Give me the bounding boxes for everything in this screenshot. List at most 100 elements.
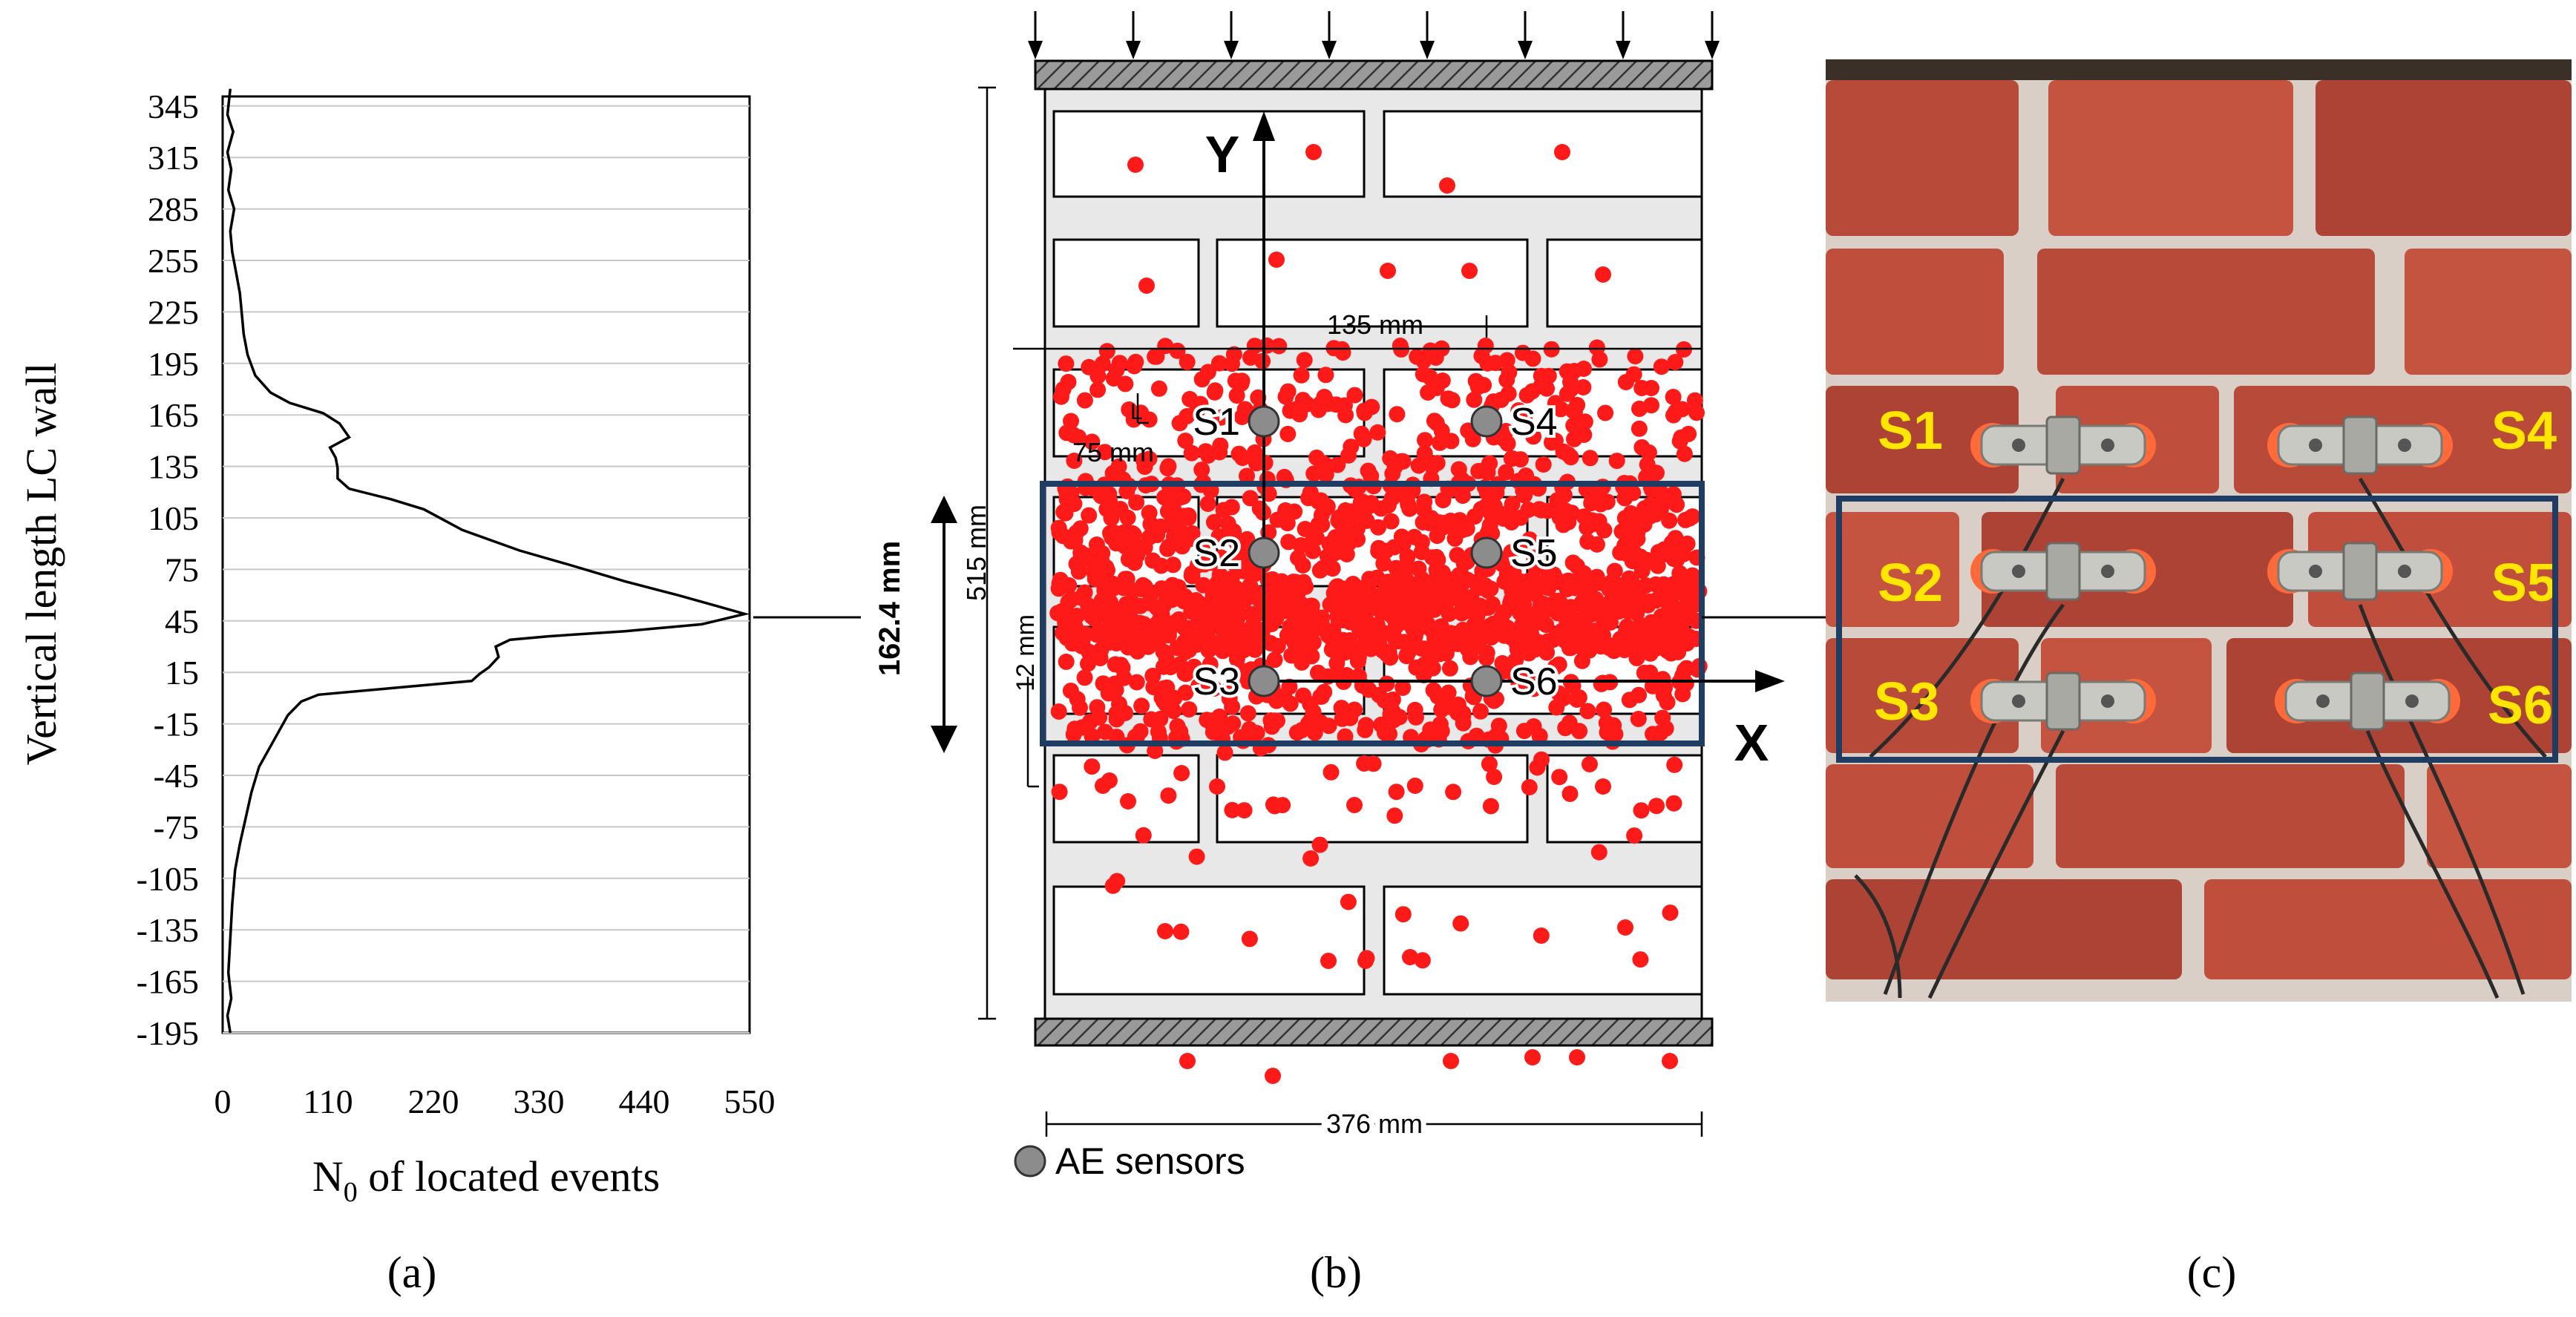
ae-event (1212, 409, 1229, 426)
ae-event (1305, 144, 1322, 160)
ae-event (1063, 533, 1080, 550)
ae-event (1307, 614, 1324, 631)
ae-event (1353, 623, 1370, 640)
ae-event (1369, 424, 1386, 441)
ae-event-points (1049, 144, 1708, 1084)
ae-event (1280, 603, 1297, 620)
ae-event (1081, 507, 1098, 524)
ae-event (1443, 1053, 1459, 1069)
ae-event (1467, 372, 1484, 390)
ae-event (1181, 701, 1198, 718)
ae-event (1643, 498, 1660, 515)
ae-event (1346, 701, 1363, 718)
ae-event (1529, 759, 1546, 776)
ae-event (1575, 379, 1592, 395)
ae-event (1089, 381, 1107, 398)
ae-sensor-marker (1470, 405, 1503, 438)
ae-event (1334, 710, 1351, 727)
ae-event (1066, 453, 1083, 469)
ae-event (1320, 953, 1337, 969)
ae-event (1235, 591, 1252, 608)
ae-event (1051, 524, 1068, 541)
ae-event (1582, 450, 1599, 467)
ae-event (1335, 582, 1351, 600)
ae-event (1242, 490, 1259, 507)
ae-sensor-marker (1248, 405, 1280, 438)
ae-event (1373, 716, 1390, 733)
sensor-mount (2267, 416, 2453, 475)
ae-event (1525, 428, 1542, 445)
ae-event (1127, 157, 1144, 173)
ae-event (1665, 407, 1682, 424)
photo-brick (1826, 80, 2019, 236)
ae-event (1314, 559, 1331, 577)
chart-gridlines (223, 105, 750, 1034)
ae-event (1051, 784, 1068, 801)
ae-event (1495, 510, 1512, 527)
ae-event (1429, 514, 1446, 531)
chart-y-tick: 135 (148, 448, 199, 486)
ae-event (1227, 372, 1244, 390)
chart-y-tick: 105 (148, 499, 199, 537)
ae-event (1266, 798, 1283, 815)
ae-event (1126, 554, 1143, 571)
ae-event (1662, 1053, 1678, 1069)
ae-event (1499, 435, 1516, 452)
load-arrowhead (1705, 41, 1720, 59)
ae-event (1547, 395, 1564, 412)
photo-sensor-label: S5 (2491, 554, 2557, 613)
ae-event (1684, 508, 1701, 525)
ae-event (1579, 703, 1596, 720)
ae-event (1478, 485, 1495, 502)
ae-event (1246, 445, 1263, 462)
ae-event (1596, 701, 1613, 718)
ae-event (1351, 579, 1368, 597)
ae-event (1466, 617, 1483, 634)
chart-y-tick-labels: 345315285255225195165135105754515-15-45-… (137, 88, 199, 1052)
ae-event (1551, 769, 1568, 786)
ae-event (1214, 643, 1231, 660)
ae-event (1245, 617, 1262, 633)
ae-event (1156, 680, 1173, 697)
ae-event (1097, 723, 1114, 740)
ae-sensor-label: S6 (1510, 660, 1558, 703)
ae-event (1250, 389, 1267, 406)
ae-event (1656, 491, 1673, 508)
dim-12-label: 12 mm (1012, 614, 1040, 692)
photo-brick (2316, 80, 2572, 236)
ae-event (1287, 401, 1304, 418)
sensor-mount (1970, 416, 2156, 475)
ae-event (1587, 591, 1605, 608)
ae-event (1159, 460, 1176, 477)
bolt (2012, 565, 2025, 578)
ae-event (1211, 444, 1228, 461)
ae-event (1571, 723, 1588, 740)
ae-event (1164, 556, 1182, 574)
ae-event (1084, 758, 1101, 775)
ae-event (1320, 717, 1337, 735)
ae-event (1418, 584, 1435, 601)
ae-event (1302, 484, 1319, 501)
ae-event (1688, 404, 1705, 421)
ae-event (1173, 765, 1190, 781)
ae-event (1394, 906, 1412, 923)
bolt (2316, 694, 2330, 708)
dim-162-arrow (931, 496, 957, 753)
load-arrows (1028, 11, 1720, 59)
ae-sensor-marker (1248, 536, 1280, 569)
ae-event (1271, 338, 1288, 355)
ae-event (1668, 496, 1685, 513)
ae-sensor-marker (1248, 665, 1280, 697)
ae-event (1179, 1053, 1196, 1069)
ae-event (1380, 263, 1396, 279)
ae-event (1072, 699, 1088, 716)
ae-event (1195, 577, 1212, 594)
ae-event (1338, 667, 1355, 683)
chart-y-tick: 225 (148, 293, 199, 331)
ae-event (1228, 651, 1245, 668)
ae-event (1416, 493, 1433, 510)
ae-event (1314, 516, 1331, 533)
chart-y-tick: 195 (148, 345, 199, 383)
ae-event (1653, 358, 1670, 375)
